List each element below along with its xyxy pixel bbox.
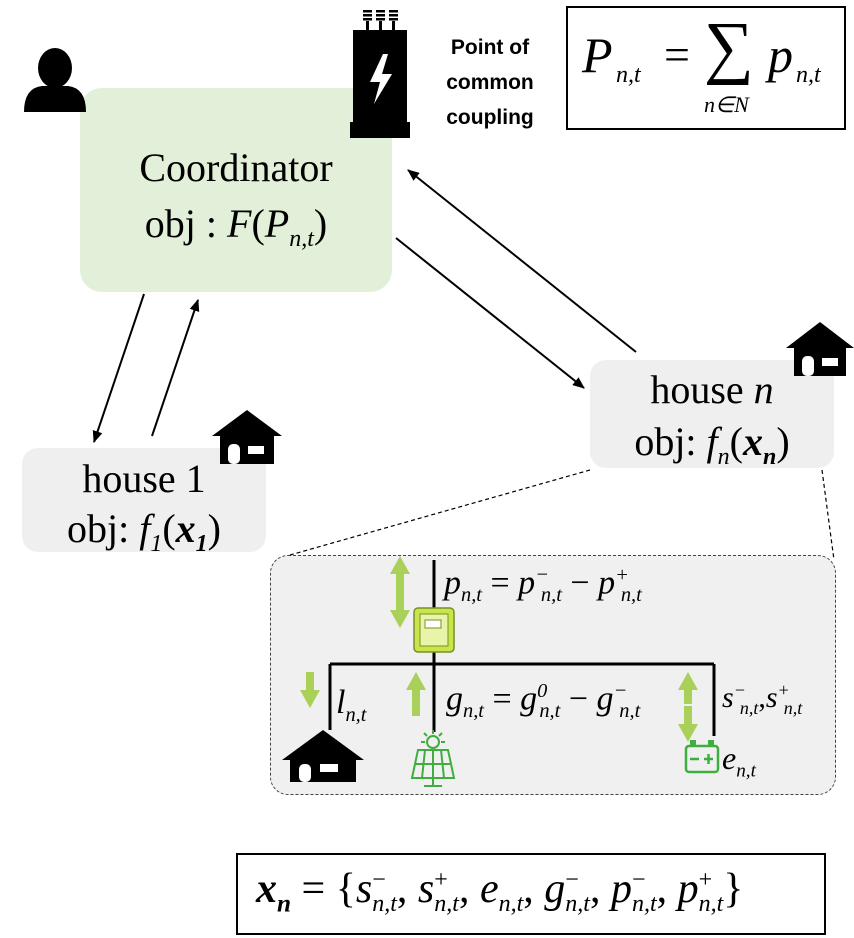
storage-flow-variables: s−n,t,s+n,t [722,680,803,718]
grid-exchange-equation: pn,t = p−n,t − p+n,t [444,564,642,607]
decision-variable-set: xn = {s−n,t, s+n,t, e n,t, g−n,t, p−n,t,… [236,853,826,935]
smart-meter-icon [413,607,455,653]
coordinator-node [80,88,392,292]
person-icon [24,48,86,112]
house-n-icon [786,322,854,376]
battery-icon [684,740,720,774]
arrow-house-n-to-coordinator [407,169,637,353]
house-n-node [590,360,834,468]
coordinator-objective: obj : F(Pn,t) [144,201,328,252]
house-1-objective: obj: f1(x1) [66,506,221,557]
decision-variable: s+n,t [417,866,459,918]
house-n-detail-panel [270,555,836,795]
solar-panel-icon [410,730,456,787]
house-wiring [328,560,716,736]
energy-level-variable: en,t [722,740,756,782]
decision-variable: g−n,t [544,866,590,918]
arrow-coordinator-to-house-n [395,237,585,389]
house-n-label: house n [650,367,774,412]
decision-variable: s−n,t [355,866,397,918]
summation-symbol: ∑ [704,9,754,86]
decision-variable: p+n,t [677,866,724,918]
aggregate-power-equation: P n,t = ∑ n∈N p n,t [566,6,846,130]
arrow-coordinator-to-house-1 [92,293,145,443]
coordinator-title: Coordinator [139,145,333,190]
zoom-line-left [289,469,591,556]
zoom-line-right [821,469,835,561]
load-variable: ln,t [336,684,367,726]
arrow-house-1-to-coordinator [151,299,200,437]
detail-house-icon [282,730,364,782]
aggregate-power-symbol: P [582,27,613,83]
decision-variable-equation: xn = {s−n,t, s+n,t, e n,t, g−n,t, p−n,t,… [256,866,744,918]
house-n-objective: obj: fn(xn) [634,419,790,470]
decision-variable: p−n,t [610,866,657,918]
transformer-icon [350,10,410,138]
generation-equation: gn,t = g0n,t − g−n,t [446,680,641,723]
house-1-label: house 1 [82,456,206,501]
house-1-icon [212,410,282,464]
green-flow-arrows [300,556,698,742]
decision-variable: e n,t [479,866,524,918]
house-1-node [22,448,266,552]
